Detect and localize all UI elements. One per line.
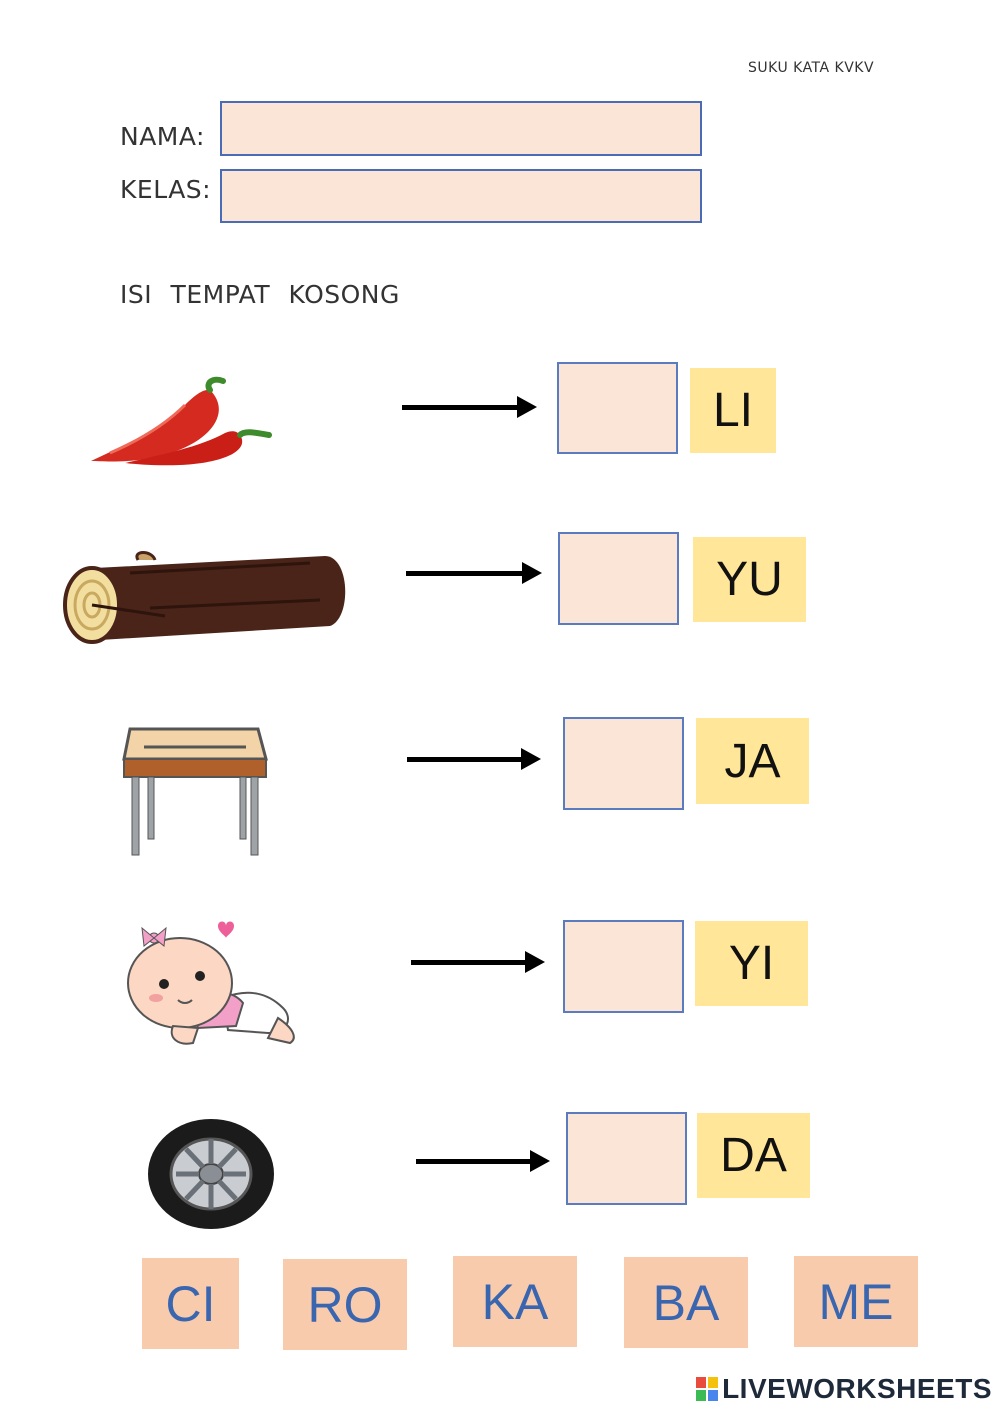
answer-box-4[interactable] [563,920,684,1013]
car-tyre-picture [148,1119,274,1229]
kelas-label: KELAS: [120,175,212,204]
liveworksheets-logo: LIVEWORKSHEETS [696,1373,992,1405]
worksheet-topic: SUKU KATA KVKV [748,60,875,76]
arrow-icon [411,951,545,973]
arrow-icon [416,1150,550,1172]
syllable-2: YU [693,537,806,622]
nama-label: NAMA: [120,122,205,151]
brand-text: LIVEWORKSHEETS [722,1373,992,1404]
wooden-log-picture [63,551,346,644]
answer-box-3[interactable] [563,717,684,810]
tile-ci[interactable]: CI [142,1258,239,1349]
crawling-baby-picture [127,921,295,1045]
syllable-4: YI [695,921,808,1006]
syllable-3: JA [696,718,809,804]
nama-input[interactable] [220,101,702,156]
tile-ka[interactable]: KA [453,1256,577,1347]
arrow-icon [407,748,541,770]
chili-pepper-picture [91,376,272,466]
syllable-5: DA [697,1113,810,1198]
tile-ba[interactable]: BA [624,1257,748,1348]
answer-box-5[interactable] [566,1112,687,1205]
arrow-icon [406,562,542,584]
syllable-1: LI [690,368,776,453]
kelas-input[interactable] [220,169,702,223]
tile-me[interactable]: ME [794,1256,918,1347]
tile-ro[interactable]: RO [283,1259,407,1350]
answer-box-2[interactable] [558,532,679,625]
liveworksheets-mark-icon [696,1377,719,1401]
school-desk-picture [122,727,268,856]
arrow-icon [402,396,537,418]
instruction-text: ISI TEMPAT KOSONG [120,280,400,309]
answer-box-1[interactable] [557,362,678,454]
